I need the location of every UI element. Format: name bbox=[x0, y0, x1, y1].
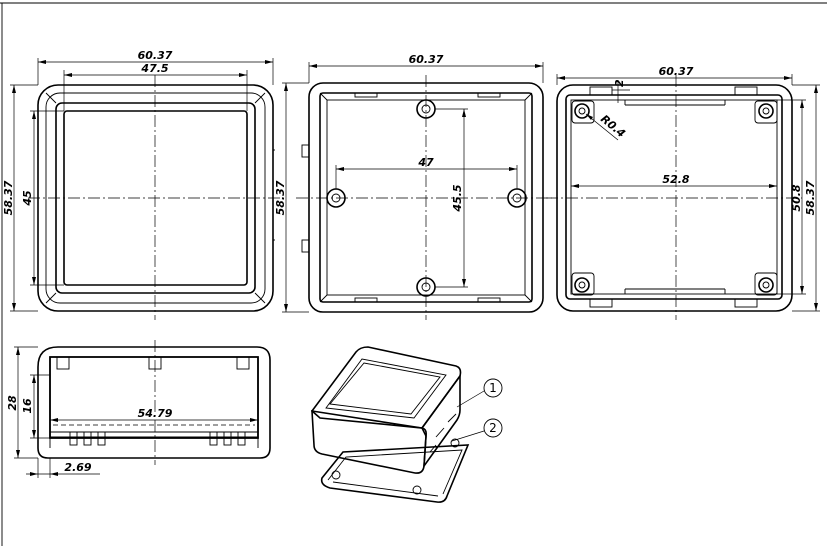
isometric-view: 1 2 bbox=[310, 346, 503, 503]
callout-2: 2 bbox=[451, 418, 503, 442]
back-view: 60.37 58.37 47 45.5 bbox=[274, 53, 552, 320]
top-inner-height-label: 50.8 bbox=[790, 184, 803, 211]
top-view: 60.37 2 R0.4 52.8 50.8 58.37 bbox=[546, 65, 820, 320]
corner-boss-top-right bbox=[754, 100, 778, 124]
corner-boss-bottom-left bbox=[571, 272, 595, 296]
front-height-label: 58.37 bbox=[2, 180, 15, 215]
callout-1-label: 1 bbox=[489, 381, 497, 395]
top-inner-width-label: 52.8 bbox=[662, 173, 689, 186]
front-inner-width-label: 47.5 bbox=[140, 62, 168, 75]
back-width-label: 60.37 bbox=[409, 53, 444, 66]
back-height-label: 58.37 bbox=[274, 180, 287, 215]
enclosure-body bbox=[310, 346, 462, 474]
top-width-label: 60.37 bbox=[659, 65, 694, 78]
corner-boss-bottom-right bbox=[754, 272, 778, 296]
front-view: 60.37 47.5 58.37 45 bbox=[2, 49, 283, 320]
corner-boss-top-left bbox=[571, 100, 595, 124]
side-section-view: 28 16 54.79 2.69 bbox=[6, 340, 271, 478]
bottom-plate bbox=[320, 438, 470, 503]
callout-2-label: 2 bbox=[489, 421, 497, 435]
top-slot-label: 2 bbox=[613, 79, 626, 87]
side-inner-height-label: 16 bbox=[21, 398, 34, 414]
back-hole-spacing-x-label: 47 bbox=[417, 156, 434, 169]
front-width-label: 60.37 bbox=[138, 49, 173, 62]
back-hole-spacing-y-label: 45.5 bbox=[451, 184, 464, 212]
side-width-label: 54.79 bbox=[138, 407, 173, 420]
top-height-label: 58.37 bbox=[804, 180, 817, 215]
side-flange-label: 2.69 bbox=[64, 461, 91, 474]
side-height-label: 28 bbox=[6, 395, 19, 411]
callout-1: 1 bbox=[456, 378, 503, 408]
front-inner-height-label: 45 bbox=[21, 190, 34, 207]
